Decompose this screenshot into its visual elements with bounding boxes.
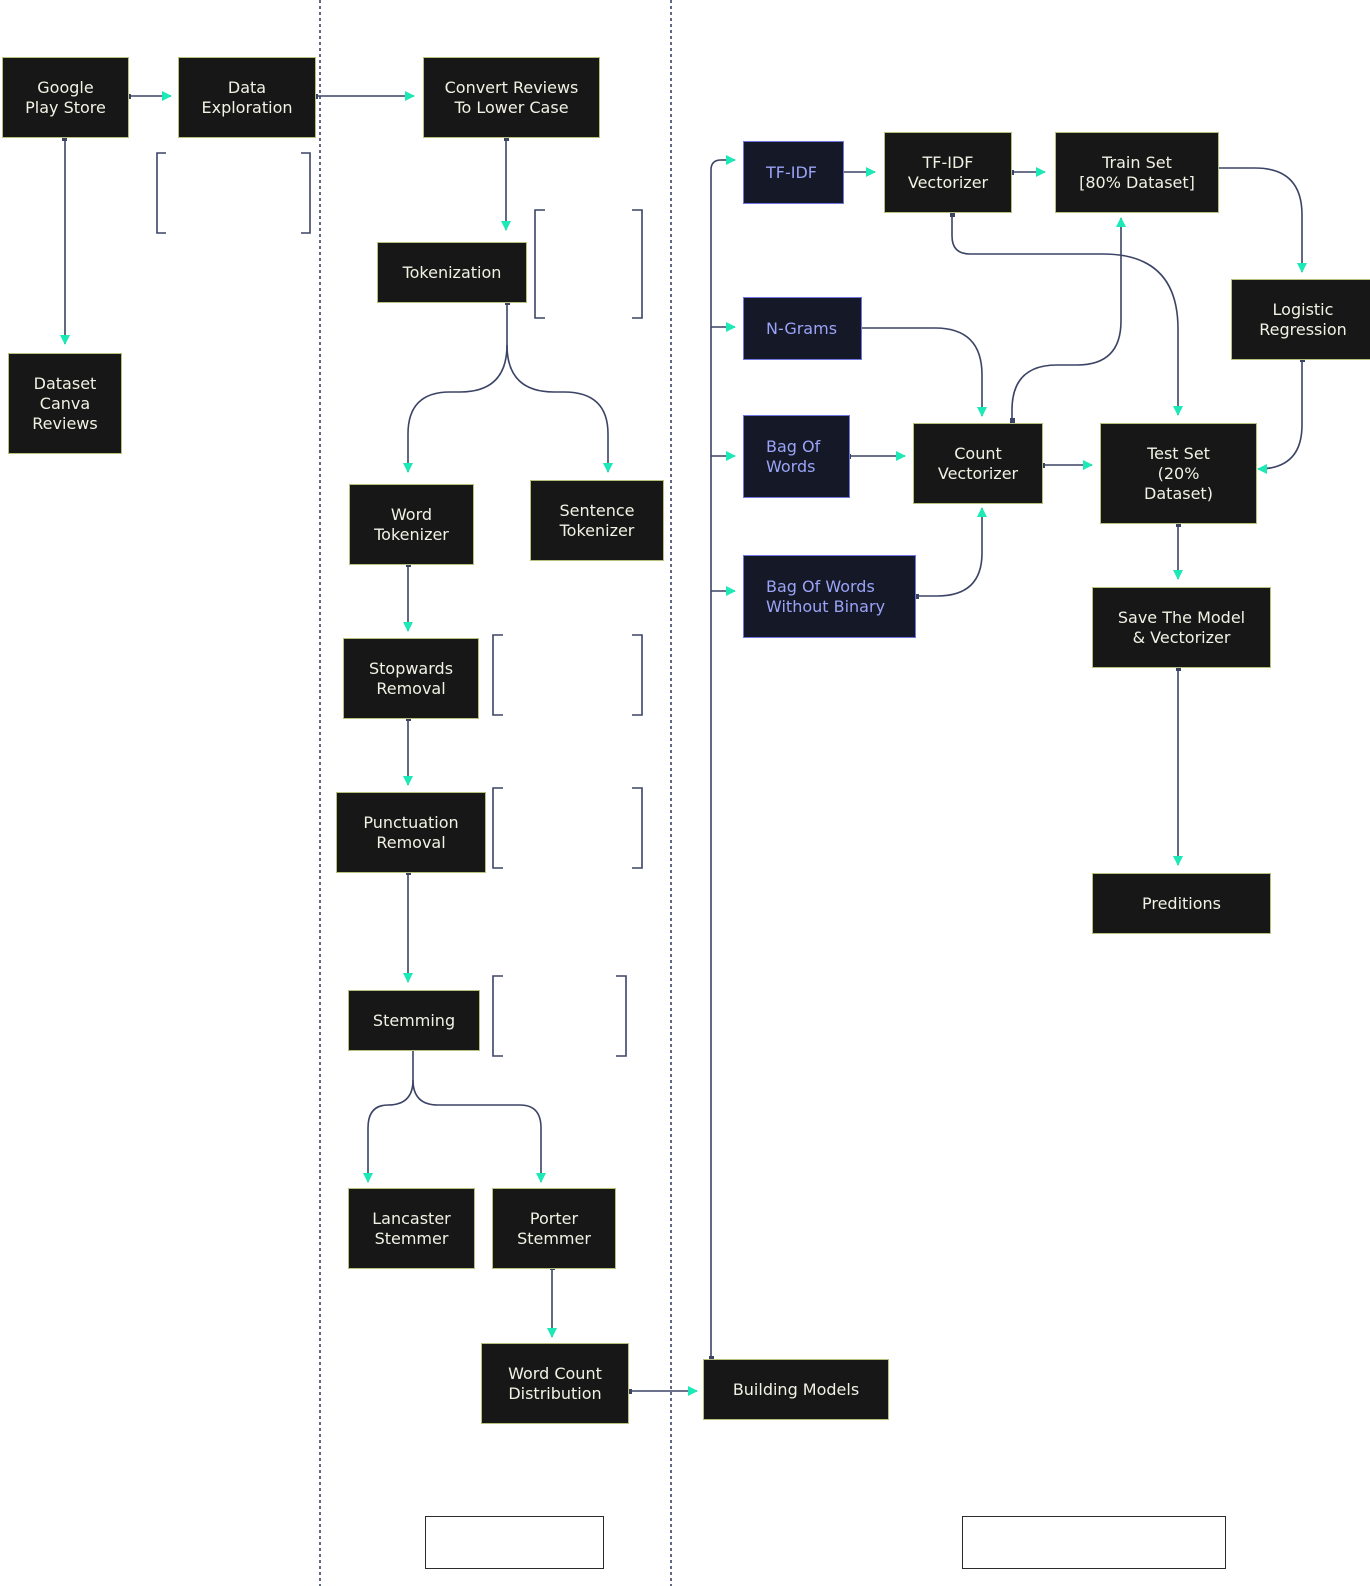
edge-tokenization-to-word [403,302,508,473]
bracket-stemming-left [492,975,503,1057]
bracket-tokenization-right [632,209,643,319]
node-logistic-regression[interactable]: Logistic Regression [1231,279,1370,360]
port [1176,522,1181,527]
edge-ngrams-to-count [860,327,987,417]
node-sentence-tokenizer[interactable]: Sentence Tokenizer [530,480,664,561]
node-google-play-store[interactable]: Google Play Store [2,57,129,138]
node-data-exploration[interactable]: Data Exploration [178,57,316,138]
port [709,1356,714,1361]
port [1176,666,1181,671]
node-test-set[interactable]: Test Set (20% Dataset) [1100,423,1257,524]
node-ngrams[interactable]: N-Grams [743,297,862,360]
node-count-vectorizer[interactable]: Count Vectorizer [913,423,1043,504]
edge-building-trunk [710,159,722,1358]
bracket-data-exploration-right [301,152,311,234]
edge-logistic-to-test [1257,359,1303,474]
node-word-count-distribution[interactable]: Word Count Distribution [481,1343,629,1424]
connector-ports [62,94,1305,1394]
node-dataset-canva-reviews[interactable]: Dataset Canva Reviews [8,353,122,454]
node-bag-of-words-without-binary[interactable]: Bag Of Words Without Binary [743,555,916,638]
port [950,212,955,217]
edge-train-to-logistic [1214,167,1307,273]
port [914,594,919,599]
bracket-punctuation-left [492,787,503,869]
node-convert-lower-case[interactable]: Convert Reviews To Lower Case [423,57,600,138]
node-save-model-vectorizer[interactable]: Save The Model & Vectorizer [1092,587,1271,668]
bracket-tokenization-left [534,209,545,319]
node-bag-of-words[interactable]: Bag Of Words [743,415,850,498]
edge-stemming-to-porter [412,1079,546,1183]
edge-count-to-train [1011,217,1126,420]
edge-tokenization-to-sentence [506,344,613,473]
lane-label-box-preprocessing [425,1516,604,1569]
port [504,136,509,141]
node-stemming[interactable]: Stemming [348,990,480,1051]
bracket-stopwords-left [492,634,503,716]
node-building-models[interactable]: Building Models [703,1359,889,1420]
connectors [60,91,1307,1396]
lane-label-box-modelling [962,1516,1226,1569]
node-tfidf-vectorizer[interactable]: TF-IDF Vectorizer [884,132,1012,213]
node-lancaster-stemmer[interactable]: Lancaster Stemmer [348,1188,475,1269]
node-punctuation-removal[interactable]: Punctuation Removal [336,792,486,873]
node-porter-stemmer[interactable]: Porter Stemmer [492,1188,616,1269]
bracket-punctuation-right [632,787,643,869]
node-word-tokenizer[interactable]: Word Tokenizer [349,484,474,565]
port [627,1389,632,1394]
edge-bow-nobinary-to-count [916,507,987,597]
port [62,136,67,141]
bracket-stemming-right [616,975,627,1057]
bracket-data-exploration-left [156,152,166,234]
node-predictions[interactable]: Preditions [1092,873,1271,934]
node-tfidf[interactable]: TF-IDF [743,141,844,204]
edge-stemming-to-lancaster [363,1048,414,1183]
bracket-stopwords-right [632,634,643,716]
node-stopwords-removal[interactable]: Stopwards Removal [343,638,479,719]
lane-dividers [319,0,672,1586]
annotation-brackets [156,152,643,1057]
port [1010,418,1015,423]
node-tokenization[interactable]: Tokenization [377,242,527,303]
edge-tfidfvec-to-test [951,214,1183,416]
node-train-set[interactable]: Train Set [80% Dataset] [1055,132,1219,213]
